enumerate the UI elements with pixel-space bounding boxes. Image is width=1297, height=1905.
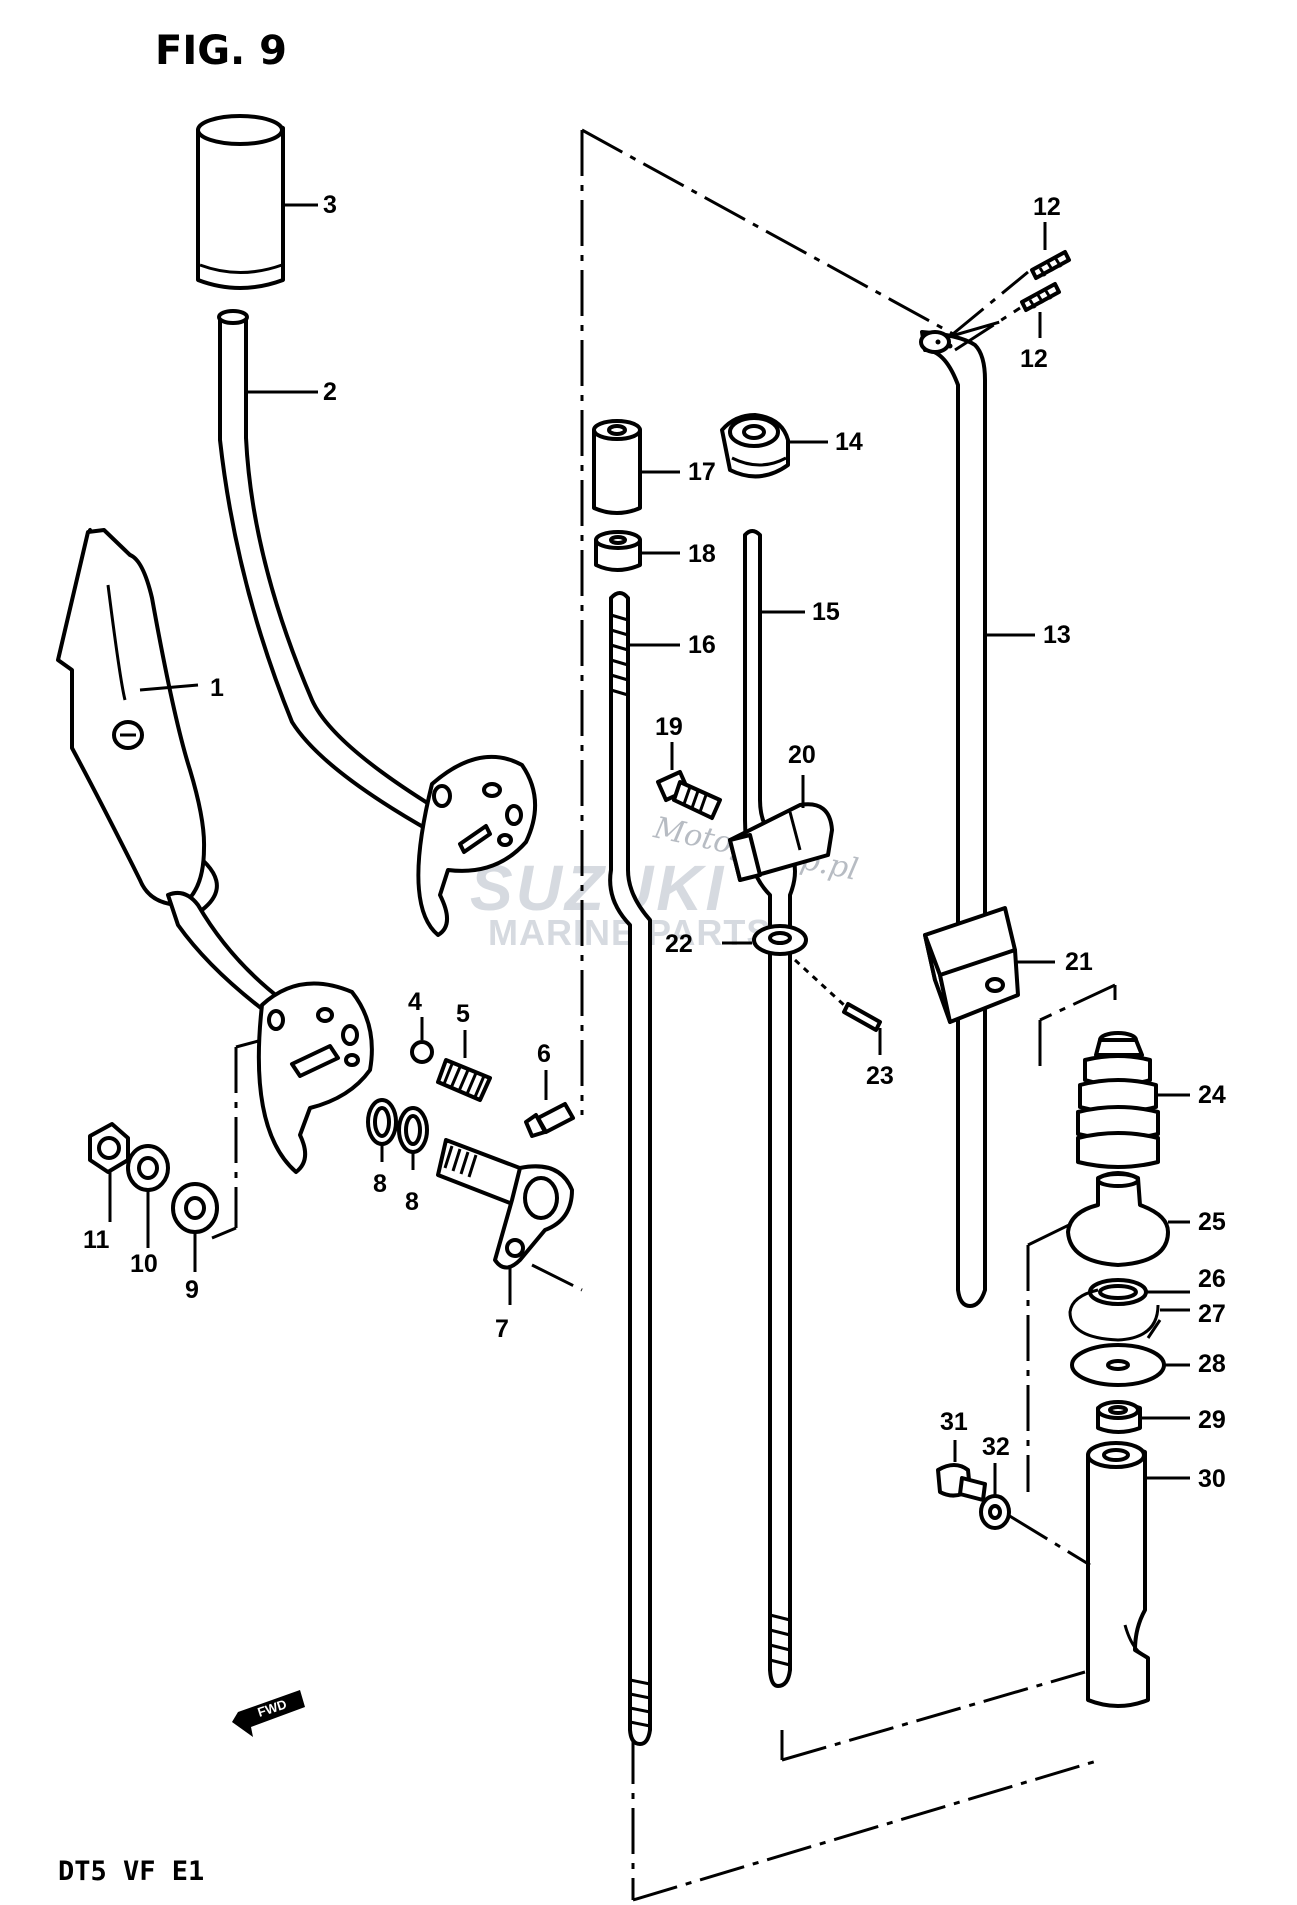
nut-part-29 <box>1096 1400 1142 1434</box>
callout-31: 31 <box>940 1408 968 1436</box>
bolt-part-19 <box>656 770 722 820</box>
sleeve-guide-line <box>1007 1513 1091 1567</box>
callout-23: 23 <box>866 1062 894 1090</box>
clip-guide-line-lower <box>954 306 1021 352</box>
circlip-part-27 <box>1068 1288 1162 1342</box>
callout-27: 27 <box>1198 1300 1226 1328</box>
collar-part <box>752 924 808 956</box>
washer-part <box>171 1182 219 1234</box>
callout-26: 26 <box>1198 1265 1226 1293</box>
o-ring-part-1 <box>366 1098 398 1146</box>
callout-22: 22 <box>665 930 693 958</box>
callout-14: 14 <box>835 428 863 456</box>
callout-29: 29 <box>1198 1406 1226 1434</box>
callout-3: 3 <box>323 191 337 219</box>
clip-guide-line-upper <box>947 270 1029 340</box>
bolt-part-31 <box>936 1463 987 1502</box>
callout-32: 32 <box>982 1433 1010 1461</box>
watermark-brand: SUZUKI <box>470 852 726 924</box>
callout-28: 28 <box>1198 1350 1226 1378</box>
leader-lines <box>108 203 1190 1496</box>
model-code: DT5 VF E1 <box>58 1856 204 1887</box>
ring-part-26 <box>1088 1278 1148 1306</box>
callout-9: 9 <box>185 1276 199 1304</box>
fwd-arrow-icon: FWD <box>232 1690 305 1737</box>
callout-15: 15 <box>812 598 840 626</box>
long-rod-part <box>608 591 652 1746</box>
sleeve-part <box>1086 1441 1150 1708</box>
clip-part-upper <box>1030 250 1071 280</box>
shift-shaft-part <box>436 1138 574 1270</box>
callout-25: 25 <box>1198 1208 1226 1236</box>
callout-6: 6 <box>537 1040 551 1068</box>
washer-part-32 <box>979 1494 1011 1530</box>
callout-2: 2 <box>323 378 337 406</box>
callout-19: 19 <box>655 713 683 741</box>
spring-washer-part <box>126 1144 170 1192</box>
bolt-part <box>524 1102 575 1138</box>
bellows-part <box>1076 1031 1160 1169</box>
nut-part <box>88 1122 130 1174</box>
callout-10: 10 <box>130 1250 158 1278</box>
callout-8-first: 8 <box>373 1170 387 1198</box>
callout-20: 20 <box>788 741 816 769</box>
washer-part-28 <box>1070 1343 1166 1387</box>
pin-part <box>793 958 882 1032</box>
callout-labels: 3 2 1 12 12 14 17 18 15 13 16 19 20 22 2… <box>83 191 1226 1493</box>
callout-13: 13 <box>1043 621 1071 649</box>
callout-30: 30 <box>1198 1465 1226 1493</box>
upper-lever-part <box>217 309 537 937</box>
callout-12-lower: 12 <box>1020 345 1048 373</box>
figure-title: FIG. 9 <box>155 28 287 74</box>
boot-part <box>1066 1171 1170 1267</box>
control-rod-part <box>743 529 797 1688</box>
bracket-part-21 <box>923 906 1020 1024</box>
grommet-part <box>720 413 790 479</box>
spring-part <box>436 1058 492 1102</box>
callout-12-upper: 12 <box>1033 193 1061 221</box>
o-ring-part-2 <box>397 1106 429 1154</box>
callout-4: 4 <box>408 988 422 1016</box>
joint-part <box>592 419 642 515</box>
nut-part-18 <box>594 530 642 572</box>
callout-24: 24 <box>1198 1081 1226 1109</box>
lower-lever-part <box>166 891 374 1174</box>
handle-lever-part <box>56 528 219 913</box>
callout-11: 11 <box>83 1226 110 1254</box>
shift-rod-part <box>919 330 987 1308</box>
ball-part <box>410 1040 434 1064</box>
callout-8-second: 8 <box>405 1188 419 1216</box>
callout-17: 17 <box>688 458 716 486</box>
callout-21: 21 <box>1065 948 1093 976</box>
callout-5: 5 <box>456 1000 470 1028</box>
callout-16: 16 <box>688 631 716 659</box>
callout-7: 7 <box>495 1315 509 1343</box>
callout-1: 1 <box>210 674 224 702</box>
callout-18: 18 <box>688 540 716 568</box>
grip-part <box>196 114 285 290</box>
clip-part-lower <box>1020 282 1061 312</box>
